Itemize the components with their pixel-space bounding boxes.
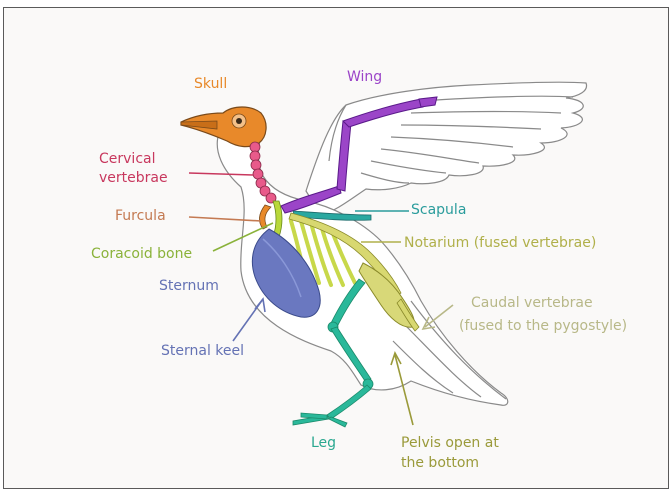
label-furcula: Furcula [115,208,166,224]
label-pelvis-line1: Pelvis open at [401,435,499,451]
bird-skeleton-diagram: Skull Wing Cervical vertebrae Furcula Sc… [3,7,669,489]
label-sternal-keel: Sternal keel [161,343,244,359]
label-pelvis-line2: the bottom [401,455,479,471]
label-caudal-line1: Caudal vertebrae [471,295,593,311]
label-leg: Leg [311,435,336,451]
label-cervical-line1: Cervical [99,151,156,167]
label-skull: Skull [194,76,227,92]
label-coracoid: Coracoid bone [91,246,192,262]
label-caudal-line2: (fused to the pygostyle) [459,318,627,334]
label-sternum: Sternum [159,278,219,294]
label-cervical-line2: vertebrae [99,170,168,186]
label-notarium: Notarium (fused vertebrae) [404,235,596,251]
diagram-frame: Skull Wing Cervical vertebrae Furcula Sc… [3,7,669,489]
label-scapula: Scapula [411,202,466,218]
label-wing: Wing [347,69,382,85]
